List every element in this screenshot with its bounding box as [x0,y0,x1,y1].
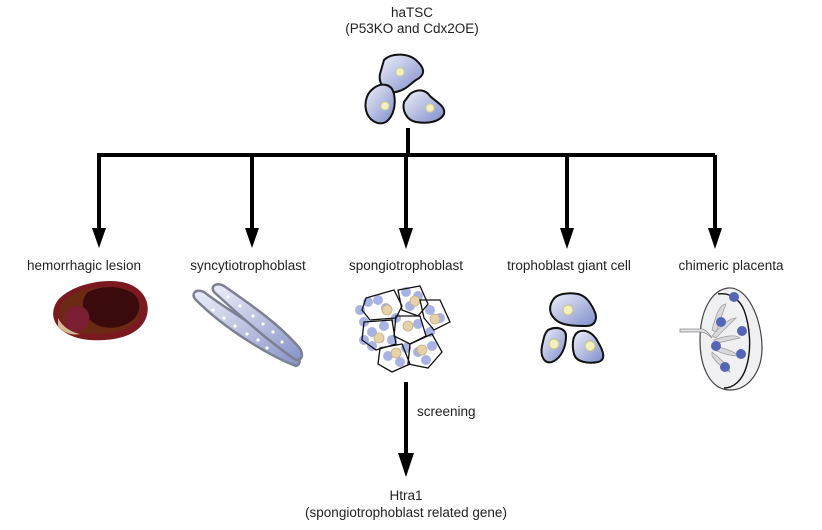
root-subtitle: (P53KO and Cdx2OE) [345,21,479,36]
stem-cell-cluster-icon [364,53,446,125]
result-subtitle: (spongiotrophoblast related gene) [305,505,507,520]
tree-connector [97,128,717,455]
placenta-icon [679,287,763,391]
arrowhead-screening [398,453,414,477]
result-title: Htra1 [389,488,423,503]
arrowhead-syncytio [245,228,259,248]
giant-cell-icon [540,292,605,364]
screening-label: screening [417,404,476,419]
branch-label-spongio: spongiotrophoblast [348,258,464,273]
branch-label-hemorrhagic: hemorrhagic lesion [26,258,142,273]
arrowhead-giant [560,228,574,249]
spongiotrophoblast-icon [355,285,451,373]
branch-label-giant: trophoblast giant cell [507,258,631,273]
branch-label-placenta: chimeric placenta [678,258,784,273]
arrowhead-spongio [399,228,413,249]
root-title: haTSC [390,5,434,20]
hemorrhagic-lesion-icon [53,280,148,341]
branch-label-syncytio: syncytiotrophoblast [190,258,306,273]
syncytiotrophoblast-icon [192,283,304,368]
arrowhead-placenta [708,228,722,249]
arrowhead-hemorrhagic [92,228,106,248]
